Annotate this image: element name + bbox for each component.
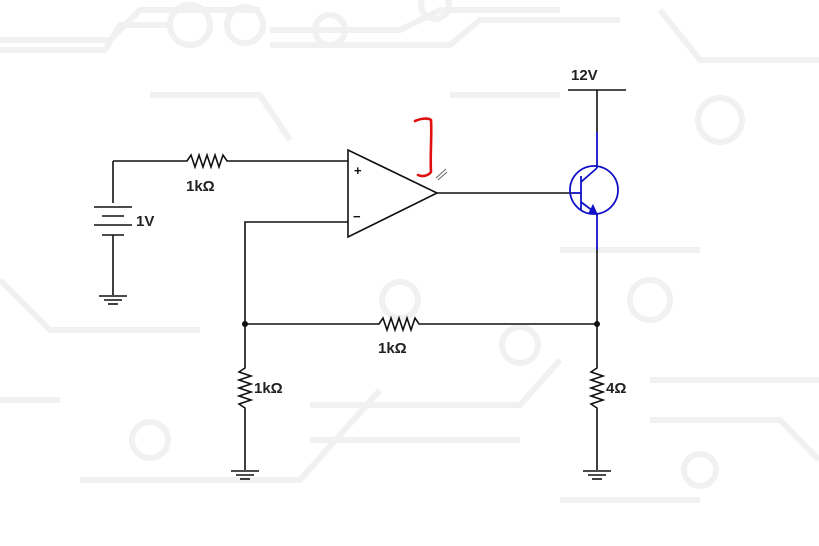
battery-label: 1V — [136, 213, 154, 230]
battery-source: 1V — [94, 161, 154, 295]
resistor-ground: 1kΩ — [231, 324, 283, 480]
resistor-input-label: 1kΩ — [186, 178, 215, 195]
opamp-plus-sign: + — [354, 163, 362, 178]
npn-transistor — [569, 132, 619, 250]
resistor-ground-label: 1kΩ — [254, 380, 283, 397]
op-amp: + − — [347, 148, 572, 239]
background-pattern — [0, 0, 819, 503]
feedback-wire: 1kΩ — [242, 221, 600, 357]
supply-12v: 12V — [568, 67, 626, 132]
resistor-load-label: 4Ω — [606, 380, 626, 397]
resistor-load: 4Ω — [583, 324, 626, 480]
red-annotation — [413, 117, 448, 181]
supply-label: 12V — [571, 67, 598, 84]
resistor-feedback-label: 1kΩ — [378, 340, 407, 357]
opamp-minus-sign: − — [353, 209, 361, 224]
ground-battery — [99, 295, 127, 305]
resistor-input: 1kΩ — [113, 152, 348, 195]
